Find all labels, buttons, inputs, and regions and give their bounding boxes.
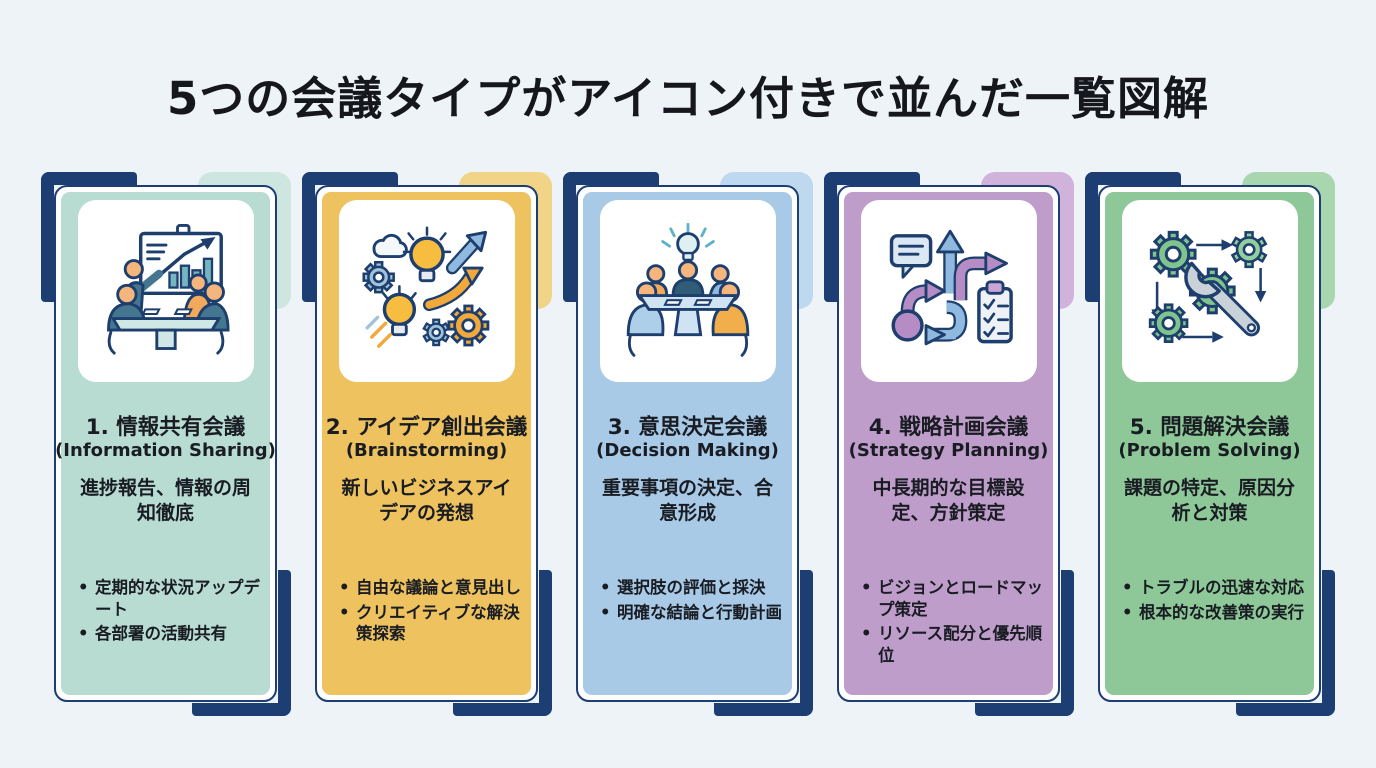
bullet-dot: •: [339, 577, 350, 597]
bullet-item: • 各部署の活動共有: [78, 623, 270, 645]
corner-bracket-right-decor: [539, 570, 552, 716]
card-title: 2. アイデア創出会議: [325, 415, 528, 440]
bullet-dot: •: [1122, 602, 1133, 622]
corner-bracket-top-decor: [302, 172, 398, 185]
corner-bracket-bottom-decor: [975, 703, 1074, 716]
gears-wrench-icon: [1148, 230, 1267, 343]
corner-bracket-right-decor: [1061, 570, 1074, 716]
bullet-item: • 選択肢の評価と採決: [600, 577, 792, 599]
corner-bracket-left-decor: [302, 172, 315, 302]
card-description: 新しいビジネスアイデアの発想: [341, 476, 512, 525]
bullet-item: • 根本的な改善策の実行: [1122, 602, 1314, 624]
roundtable-decision-icon: [626, 222, 749, 357]
icon-box: [1121, 200, 1298, 382]
icon-box: [338, 200, 515, 382]
icon-box: [77, 200, 254, 382]
corner-bracket-left-decor: [824, 172, 837, 302]
card-subtitle: (Brainstorming): [345, 440, 508, 462]
bullet-dot: •: [861, 577, 872, 597]
bullet-text: 根本的な改善策の実行: [1139, 602, 1304, 622]
bullet-list: • 自由な議論と意見出し • クリエイティブな解決策探索: [322, 577, 531, 648]
card-title: 1. 情報共有会議: [85, 415, 246, 440]
card-panel: 3. 意思決定会議 (Decision Making) 重要事項の決定、合意形成…: [583, 192, 792, 695]
corner-bracket-top-decor: [563, 172, 659, 185]
lightbulb-ideas-icon: [361, 226, 489, 348]
bullet-dot: •: [78, 624, 89, 644]
corner-bracket-top-decor: [1085, 172, 1181, 185]
corner-bracket-left-decor: [1085, 172, 1098, 302]
bullet-text: クリエイティブな解決策探索: [356, 602, 520, 644]
bullet-item: • リソース配分と優先順位: [861, 623, 1053, 667]
bullet-text: リソース配分と優先順位: [878, 624, 1043, 666]
icon-box: [860, 200, 1037, 382]
card-description: 中長期的な目標設定、方針策定: [872, 476, 1025, 525]
meeting-card-decision-making: 3. 意思決定会議 (Decision Making) 重要事項の決定、合意形成…: [563, 172, 813, 716]
meeting-card-information-sharing: 1. 情報共有会議 (Information Sharing) 進捗報告、情報の…: [41, 172, 291, 716]
page-title: 5つの会議タイプがアイコン付きで並んだ一覧図解: [166, 72, 1210, 125]
bullet-list: • ビジョンとロードマップ策定 • リソース配分と優先順位: [844, 577, 1053, 670]
corner-bracket-bottom-decor: [453, 703, 552, 716]
bullet-item: • トラブルの迅速な対応: [1122, 577, 1314, 599]
card-description: 課題の特定、原因分析と対策: [1123, 476, 1295, 525]
bullet-text: 定期的な状況アップデート: [95, 577, 260, 619]
meeting-card-strategy-planning: 4. 戦略計画会議 (Strategy Planning) 中長期的な目標設定、…: [824, 172, 1074, 716]
corner-bracket-left-decor: [41, 172, 54, 302]
bullet-text: ビジョンとロードマップ策定: [878, 577, 1043, 619]
bullet-dot: •: [861, 624, 872, 644]
bullet-dot: •: [339, 602, 350, 622]
card-title: 3. 意思決定会議: [607, 415, 768, 440]
card-panel: 2. アイデア創出会議 (Brainstorming) 新しいビジネスアイデアの…: [322, 192, 531, 695]
bullet-item: • クリエイティブな解決策探索: [339, 602, 531, 646]
card-title: 4. 戦略計画会議: [868, 415, 1029, 440]
bullet-item: • 自由な議論と意見出し: [339, 577, 531, 599]
bullet-list: • トラブルの迅速な対応 • 根本的な改善策の実行: [1105, 577, 1314, 627]
card-description: 重要事項の決定、合意形成: [601, 476, 773, 525]
card-title: 5. 問題解決会議: [1129, 415, 1290, 440]
card-subtitle: (Problem Solving): [1118, 440, 1301, 462]
corner-bracket-bottom-decor: [1236, 703, 1335, 716]
bullet-list: • 選択肢の評価と採決 • 明確な結論と行動計画: [583, 577, 792, 627]
corner-bracket-bottom-decor: [714, 703, 813, 716]
icon-box: [599, 200, 776, 382]
card-subtitle: (Decision Making): [596, 440, 779, 462]
bullet-dot: •: [78, 577, 89, 597]
corner-bracket-left-decor: [563, 172, 576, 302]
bullet-text: 各部署の活動共有: [95, 624, 227, 644]
bullet-text: 選択肢の評価と採決: [617, 577, 766, 597]
corner-bracket-right-decor: [1322, 570, 1335, 716]
corner-bracket-right-decor: [278, 570, 291, 716]
presentation-meeting-icon: [106, 224, 230, 355]
meeting-card-problem-solving: 5. 問題解決会議 (Problem Solving) 課題の特定、原因分析と対…: [1085, 172, 1335, 716]
bullet-item: • 定期的な状況アップデート: [78, 577, 270, 621]
bullet-text: トラブルの迅速な対応: [1139, 577, 1304, 597]
meeting-cards-row: 1. 情報共有会議 (Information Sharing) 進捗報告、情報の…: [0, 172, 1376, 716]
card-subtitle: (Information Sharing): [55, 440, 276, 462]
bullet-text: 明確な結論と行動計画: [617, 602, 782, 622]
corner-bracket-bottom-decor: [192, 703, 291, 716]
bullet-text: 自由な議論と意見出し: [356, 577, 521, 597]
corner-bracket-top-decor: [41, 172, 137, 185]
roadmap-strategy-icon: [889, 229, 1013, 346]
bullet-list: • 定期的な状況アップデート • 各部署の活動共有: [61, 577, 270, 648]
card-panel: 4. 戦略計画会議 (Strategy Planning) 中長期的な目標設定、…: [844, 192, 1053, 695]
card-subtitle: (Strategy Planning): [848, 440, 1049, 462]
bullet-dot: •: [1122, 577, 1133, 597]
card-description: 進捗報告、情報の周知徹底: [79, 476, 251, 525]
card-panel: 5. 問題解決会議 (Problem Solving) 課題の特定、原因分析と対…: [1105, 192, 1314, 695]
bullet-dot: •: [600, 577, 611, 597]
meeting-card-brainstorming: 2. アイデア創出会議 (Brainstorming) 新しいビジネスアイデアの…: [302, 172, 552, 716]
bullet-item: • 明確な結論と行動計画: [600, 602, 792, 624]
bullet-item: • ビジョンとロードマップ策定: [861, 577, 1053, 621]
bullet-dot: •: [600, 602, 611, 622]
corner-bracket-right-decor: [800, 570, 813, 716]
card-panel: 1. 情報共有会議 (Information Sharing) 進捗報告、情報の…: [55, 192, 276, 695]
corner-bracket-top-decor: [824, 172, 920, 185]
